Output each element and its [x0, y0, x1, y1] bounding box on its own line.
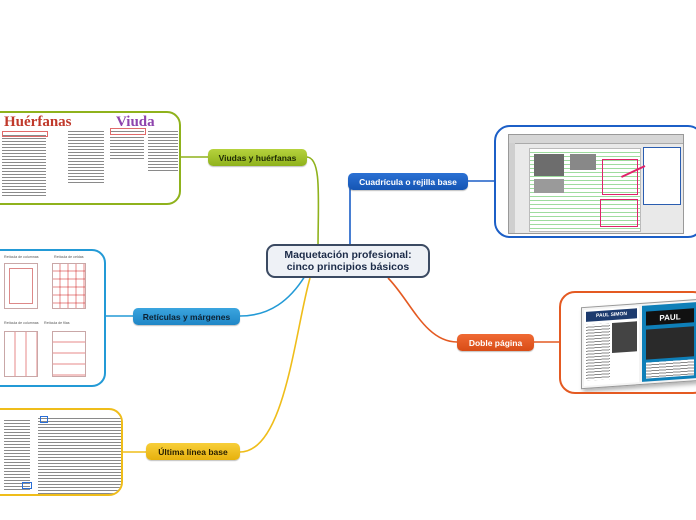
topic-cuadricula[interactable]: Cuadrícula o rejilla base [348, 173, 468, 190]
widow-highlight [110, 128, 146, 135]
reticula-label-4: Retícula de filas [44, 321, 70, 325]
baseline-marker-2 [40, 416, 48, 423]
photo-block-2 [534, 179, 564, 193]
grid-page-1 [4, 263, 38, 309]
text-column-1 [2, 133, 46, 197]
reticula-label-1: Retícula de columnas [4, 255, 39, 259]
baseline-column-left [4, 418, 30, 490]
text-column-2 [68, 129, 104, 183]
baseline-marker [22, 482, 32, 489]
reticula-label-3: Retícula de columnas [4, 321, 39, 325]
topic-cuadricula-label: Cuadrícula o rejilla base [359, 177, 457, 187]
feature-title: PAUL [646, 308, 694, 325]
app-window [508, 134, 684, 234]
baseline-column-right [38, 416, 122, 496]
link-doble [388, 278, 457, 342]
image-viudas-huerfanas[interactable]: Huérfanas Viuda [0, 111, 181, 205]
highlight-box [602, 159, 638, 195]
magazine-spread: PAUL SIMON PAUL [581, 299, 696, 389]
topic-reticulas[interactable]: Retículas y márgenes [133, 308, 240, 325]
central-topic[interactable]: Maquetación profesional: cinco principio… [266, 244, 430, 278]
left-page-photo [612, 321, 637, 353]
orphan-highlight [2, 131, 48, 137]
left-page-text [586, 323, 610, 381]
photo-block-3 [570, 154, 596, 170]
grid-page-3 [4, 331, 38, 377]
link-reticulas [240, 276, 305, 316]
masthead: PAUL SIMON [586, 308, 637, 322]
topic-doble-label: Doble página [469, 338, 522, 348]
central-title-line1: Maquetación profesional: [284, 249, 411, 261]
image-doble-pagina[interactable]: PAUL SIMON PAUL [559, 291, 696, 394]
topic-ultima-label: Última línea base [158, 447, 227, 457]
document-page [529, 148, 641, 232]
reticula-label-2: Retícula de celdas [54, 255, 84, 259]
right-page-text [646, 359, 694, 378]
photo-block [534, 154, 564, 176]
link-viudas [307, 157, 318, 250]
app-side-tools [509, 143, 515, 233]
grid-page-4 [52, 331, 86, 377]
topic-viudas-label: Viudas y huérfanas [219, 153, 297, 163]
left-page: PAUL SIMON [584, 306, 639, 386]
highlight-box-2 [600, 199, 638, 227]
link-cuadricula [350, 181, 360, 244]
topic-doble-pagina[interactable]: Doble página [457, 334, 534, 351]
image-reticulas[interactable]: Retícula de columnas Retícula de celdas … [0, 249, 106, 387]
topic-ultima-linea[interactable]: Última línea base [146, 443, 240, 460]
app-toolbar [509, 135, 683, 144]
right-page: PAUL [642, 302, 696, 382]
right-page-photo [646, 326, 694, 359]
image-cuadricula[interactable] [494, 125, 696, 238]
topic-reticulas-label: Retículas y márgenes [143, 312, 230, 322]
grid-page-2 [52, 263, 86, 309]
topic-viudas-huerfanas[interactable]: Viudas y huérfanas [208, 149, 307, 166]
central-title-line2: cinco principios básicos [287, 261, 410, 273]
huerfanas-heading: Huérfanas [4, 114, 72, 131]
panel-zoom [643, 147, 681, 205]
image-ultima-linea[interactable] [0, 408, 123, 496]
link-ultima [240, 278, 310, 452]
text-column-4 [148, 129, 178, 173]
